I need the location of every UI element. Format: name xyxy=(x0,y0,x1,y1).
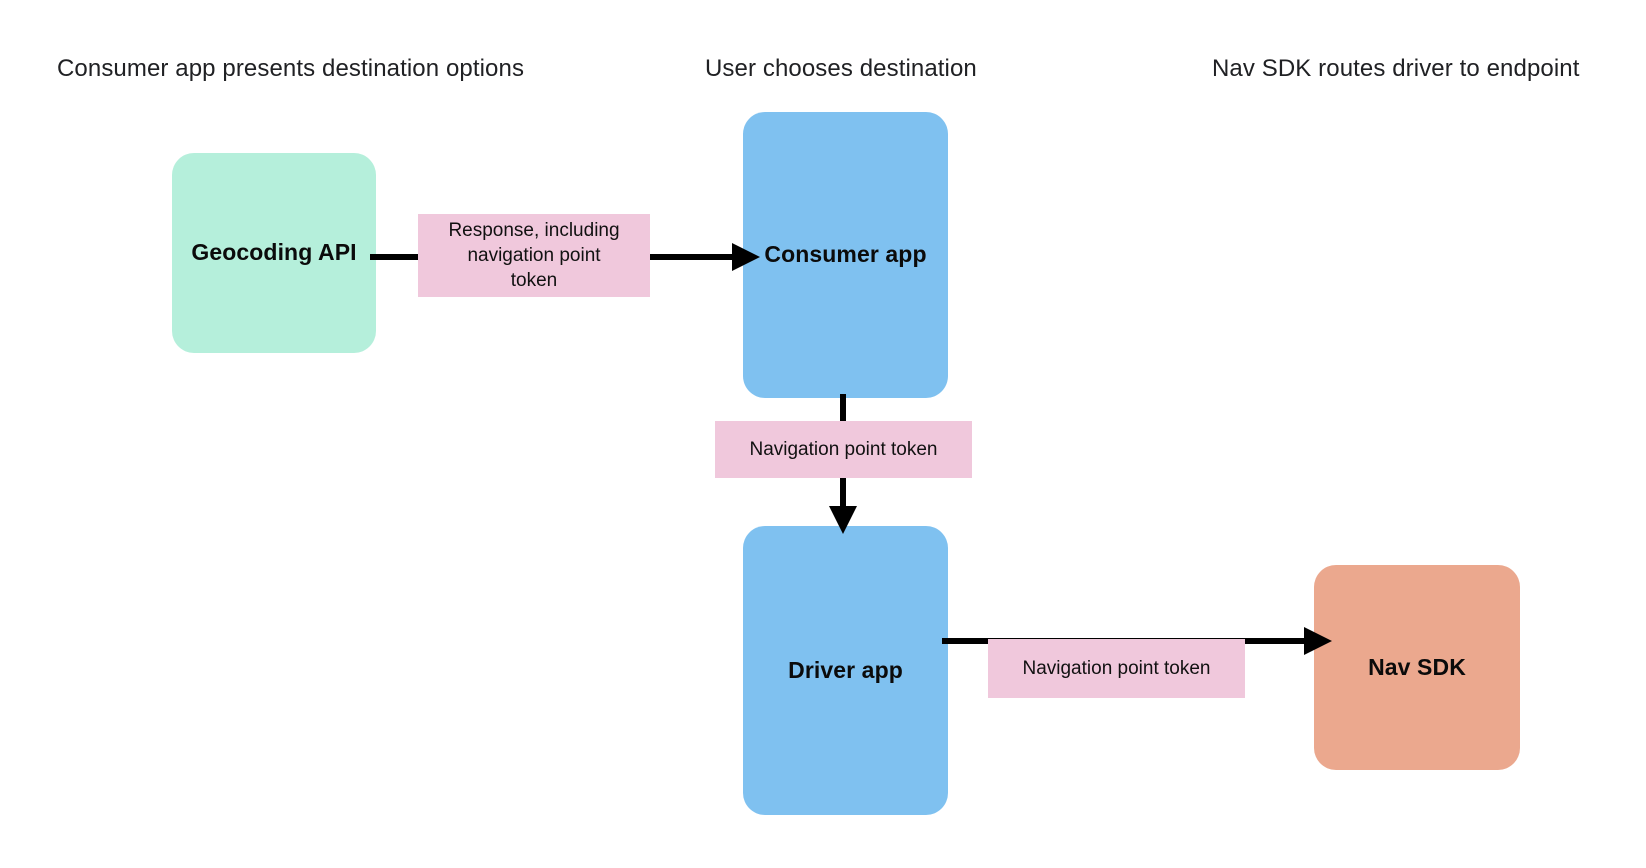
edge-label-navigation-point-token-driver-navsdk: Navigation point token xyxy=(988,639,1245,698)
node-consumer-app-label: Consumer app xyxy=(764,241,927,268)
node-driver-app-label: Driver app xyxy=(788,656,903,683)
edge-label-navigation-point-token-text-1: Navigation point token xyxy=(749,438,938,460)
edge-label-navigation-point-token-text-2: Navigation point token xyxy=(1022,657,1211,679)
column-header-nav-sdk-routes: Nav SDK routes driver to endpoint xyxy=(1212,55,1580,82)
column-header-consumer-app: Consumer app presents destination option… xyxy=(57,55,525,82)
node-geocoding-api-label: Geocoding API xyxy=(191,239,357,266)
node-consumer-app[interactable]: Consumer app xyxy=(743,112,948,398)
node-driver-app[interactable]: Driver app xyxy=(743,526,948,815)
node-geocoding-api[interactable]: Geocoding API xyxy=(172,153,376,353)
node-nav-sdk-label: Nav SDK xyxy=(1368,653,1466,680)
node-nav-sdk[interactable]: Nav SDK xyxy=(1314,565,1520,770)
column-header-user-chooses-destination: User chooses destination xyxy=(705,55,977,82)
edge-label-response-including-navigation-point-token: Response, including navigation point tok… xyxy=(418,214,650,297)
edge-label-response-text: Response, including navigation point tok… xyxy=(448,219,620,292)
edge-label-navigation-point-token-consumer-driver: Navigation point token xyxy=(715,421,972,478)
